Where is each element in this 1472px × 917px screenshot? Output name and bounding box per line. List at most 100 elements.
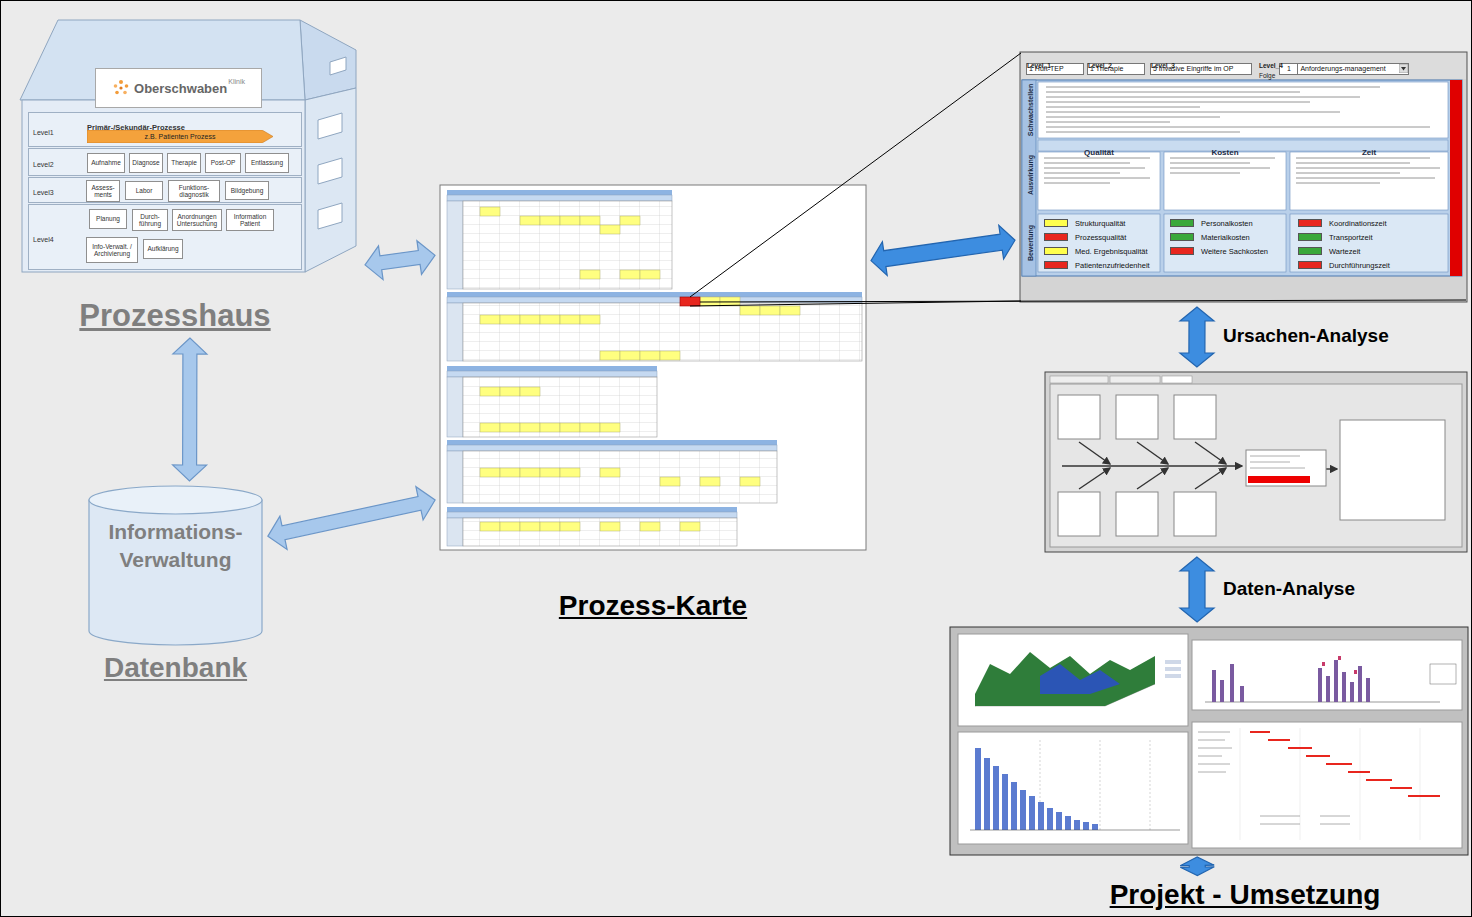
process-detail-sheet <box>1044 163 1130 164</box>
process-map-sheet <box>440 185 866 550</box>
data-charts <box>1250 732 1440 796</box>
legend-row: Med. Ergebnisqualität <box>1044 246 1148 256</box>
data-charts <box>1230 664 1234 702</box>
data-charts <box>1198 756 1222 757</box>
process-detail-sheet <box>1038 82 1448 138</box>
text-slot: Level_2 <box>1088 54 1112 72</box>
data-charts <box>1192 722 1462 848</box>
legend-row: Patientenzufriedenheit <box>1044 260 1150 270</box>
sheet-label: Qualität <box>1084 148 1114 157</box>
process-detail-sheet <box>1046 97 1360 98</box>
data-charts <box>1056 812 1062 830</box>
legend-row: Materialkosten <box>1170 232 1250 242</box>
legend-text: Materialkosten <box>1201 233 1250 242</box>
process-map-sheet <box>660 477 680 486</box>
text-slot: Zeit <box>1362 141 1376 159</box>
double-block-arrow <box>268 487 435 550</box>
process-map-sheet <box>520 315 540 324</box>
legend-row: Koordinationszeit <box>1298 218 1387 228</box>
legend-text: Weitere Sachkosten <box>1201 247 1268 256</box>
process-map-sheet <box>500 522 520 531</box>
node-text: Prozesshaus <box>79 298 270 333</box>
text-slot: Folge <box>1259 64 1275 82</box>
double-block-arrow <box>173 338 207 481</box>
database: Informations- VerwaltungDatenbank <box>88 486 263 646</box>
process-map-sheet <box>540 216 560 225</box>
data-charts <box>1165 660 1181 664</box>
process-map-sheet <box>540 468 560 477</box>
logo-icon <box>114 84 118 88</box>
process-detail-sheet <box>1170 173 1240 174</box>
logo-icon <box>123 91 127 95</box>
process-map-sheet <box>560 315 580 324</box>
double-block-arrow <box>1180 857 1214 876</box>
process-map-sheet <box>520 522 540 531</box>
data-charts <box>1358 666 1362 702</box>
process-step-box: Info-Verwalt. / Archivierung <box>86 237 138 263</box>
node-text: Information Patient <box>228 213 272 228</box>
process-map-sheet <box>447 371 657 377</box>
data-charts <box>1198 732 1230 733</box>
data-charts <box>1240 728 1420 840</box>
fishbone-sheet <box>1137 442 1168 464</box>
node-text: Level4 <box>33 236 54 243</box>
data-charts <box>1074 820 1080 830</box>
process-detail-sheet <box>1046 102 1310 103</box>
level-band: Level3Assess- mentsLaborFunktions- diagn… <box>28 177 302 203</box>
process-map-sheet <box>500 315 520 324</box>
sheet-label: Level_3 <box>1151 62 1175 69</box>
process-map-sheet <box>600 351 620 360</box>
process-detail-sheet <box>1170 158 1275 159</box>
logo-icon <box>119 80 123 84</box>
node-text: Primär-/Sekundär-Prozesse <box>87 123 185 132</box>
process-map-sheet <box>500 468 520 477</box>
process-map-sheet <box>620 351 640 360</box>
dropdown-button <box>1399 64 1408 73</box>
data-charts <box>1260 816 1300 817</box>
legend-text: Personalkosten <box>1201 219 1253 228</box>
text-slot: Level_3 <box>1151 54 1175 72</box>
process-map-sheet <box>580 423 600 432</box>
data-charts <box>1100 740 1101 830</box>
data-charts <box>1047 808 1053 830</box>
process-detail-sheet <box>1046 132 1240 133</box>
data-charts <box>1306 755 1330 757</box>
level-band: Level1Primär-/Sekundär-Prozessez.B. Pati… <box>28 112 302 147</box>
process-map-sheet <box>740 477 760 486</box>
node-text: Diagnose <box>132 159 159 166</box>
process-map-sheet <box>540 522 560 531</box>
fishbone-sheet <box>1174 492 1216 536</box>
process-map-sheet <box>600 468 620 477</box>
process-detail-sheet <box>1296 173 1400 174</box>
text-slot: Auswirkung <box>1019 155 1037 195</box>
house-outline <box>20 20 356 272</box>
data-charts <box>1002 774 1008 830</box>
process-step-box: Aufnahme <box>87 153 125 173</box>
data-charts <box>1350 682 1354 702</box>
node-text: Prozess-Karte <box>559 590 747 621</box>
fishbone-sheet <box>1045 372 1467 552</box>
zoom-lines <box>690 53 1021 297</box>
process-map-sheet <box>480 207 800 531</box>
logo-icon <box>115 91 119 95</box>
process-map-sheet <box>620 216 640 225</box>
legend-swatch <box>1298 261 1322 269</box>
data-charts <box>1348 771 1370 773</box>
process-map-sheet <box>680 297 700 306</box>
process-detail-sheet <box>1290 152 1448 210</box>
data-charts <box>1390 787 1412 789</box>
process-map-sheet <box>580 315 600 324</box>
house-outline <box>22 100 305 272</box>
legend-text: Wartezeit <box>1329 247 1360 256</box>
fishbone-sheet <box>1137 468 1168 489</box>
data-charts <box>1212 670 1216 702</box>
fishbone-sheet <box>1116 492 1158 536</box>
data-charts <box>1150 740 1151 830</box>
data-charts <box>1326 676 1330 702</box>
data-charts <box>975 652 1155 706</box>
data-charts <box>1220 680 1224 702</box>
node-text: Bildgebung <box>231 187 264 194</box>
process-map-sheet <box>680 522 700 531</box>
process-map-sheet <box>480 207 500 216</box>
